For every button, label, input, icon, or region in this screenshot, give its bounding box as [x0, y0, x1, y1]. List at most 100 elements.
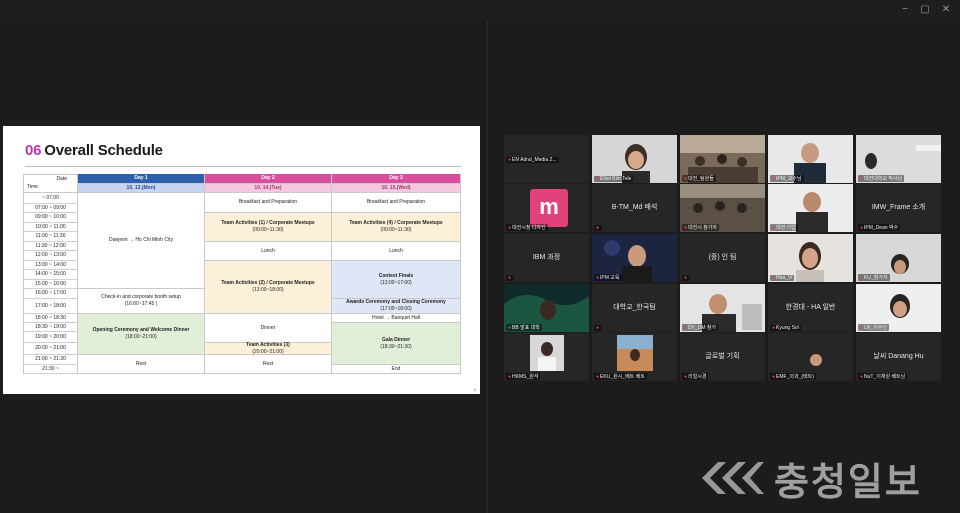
muted-mic-icon: ● — [508, 157, 512, 163]
chungcheong-ilbo-logo-icon — [702, 462, 764, 494]
participant-video — [680, 284, 765, 332]
participant-tile[interactable]: ●대전 기업 — [768, 184, 853, 232]
participant-tile[interactable]: B-TM_Md 배석 ● — [592, 184, 677, 232]
day3-team4-cell: Team Activities (4) / Corporate Meetups … — [332, 213, 461, 242]
muted-mic-icon: ● — [508, 374, 512, 380]
time-slot: 15:00 ~ 16:00 — [23, 280, 78, 289]
muted-mic-icon: ● — [596, 325, 600, 331]
participant-tile[interactable]: ●대전시 참가자 — [680, 184, 765, 232]
participant-tile[interactable]: IBM 과정 ● — [504, 234, 589, 282]
participant-tile[interactable]: ●DV_DM 참가 — [680, 284, 765, 332]
participant-video — [592, 135, 677, 183]
contest-label: Contest Finals — [378, 272, 414, 279]
news-watermark: 충청일보 — [700, 458, 922, 504]
participant-tile[interactable]: ●EMF_의과_(태트) — [768, 333, 853, 381]
participant-tile[interactable]: ●EKU_원시_베트 베트 — [592, 333, 677, 381]
participant-caption: ●Hoa_Vi — [770, 275, 795, 281]
participant-caption: ● — [594, 325, 603, 331]
team1-label: Team Activities (1) / Corporate Meetups — [221, 220, 315, 227]
participant-tile[interactable]: (중) 인 팀 ● — [680, 234, 765, 282]
participant-tile-active-speaker[interactable]: ●Hoa_Vi — [768, 234, 853, 282]
muted-mic-icon: ● — [772, 176, 776, 182]
day3-awards-cell: Awards Ceremony and Closing Ceremony (17… — [332, 299, 461, 314]
participant-tile[interactable]: ●대전대학교 박사님 — [856, 135, 941, 183]
team2-label: Team Activities (2) / Corporate Meetups — [221, 280, 315, 287]
participant-tile[interactable]: 글로벌 기획 ●리얼시경 — [680, 333, 765, 381]
day3-hotel-cell: Hotel → Banquet Hall — [332, 314, 461, 323]
muted-mic-icon: ● — [860, 325, 864, 331]
minimize-icon[interactable]: − — [902, 4, 908, 15]
participant-tile[interactable]: 대학교_한국팀 ● — [592, 284, 677, 332]
participant-video — [856, 234, 941, 282]
day3-breakfast-cell: Breakfast and Preparation — [332, 193, 461, 213]
muted-mic-icon: ● — [860, 225, 864, 231]
participant-name: (중) 인 팀 — [708, 254, 737, 261]
time-slot: 12:00 ~ 13:00 — [23, 251, 78, 261]
participant-video — [592, 333, 677, 381]
participant-tile[interactable]: ●Elliot Kim Tele — [592, 135, 677, 183]
gala-time: (18:30~21:30) — [380, 343, 412, 350]
muted-mic-icon: ● — [860, 374, 864, 380]
participant-tile[interactable]: ●HKMS_원석 — [504, 333, 589, 381]
opening-time: (18:00~21:00) — [125, 334, 157, 340]
participant-tile[interactable]: ●IPM_교수님 — [768, 135, 853, 183]
day2-rest-cell: Rest — [205, 355, 332, 374]
participant-caption: ● — [682, 275, 691, 281]
muted-mic-icon: ● — [508, 325, 512, 331]
participant-tile[interactable]: ●EN Adral_Media 2... — [504, 135, 589, 183]
muted-mic-icon: ● — [596, 374, 600, 380]
participant-caption: ●대전시 참가자 — [682, 224, 720, 231]
panel-divider — [487, 20, 488, 513]
title-bar: − ▢ ✕ — [0, 0, 960, 20]
participant-tile[interactable]: ●대전_팀원들 — [680, 135, 765, 183]
opening-label: Opening Ceremony and Welcome Dinner — [92, 327, 190, 334]
day1-travel-cell: Daejeon → Ho Chi Minh City — [78, 193, 205, 289]
day3-lunch-cell: Lunch — [332, 242, 461, 261]
participant-caption: ●EKU_원시_베트 베트 — [594, 373, 647, 380]
participant-tile[interactable]: 한경대 - HA 일반 ●Kyung Sol — [768, 284, 853, 332]
muted-mic-icon: ● — [596, 275, 600, 281]
corner-time-label: Time — [27, 184, 38, 191]
participant-tile[interactable]: ●LN_이수인 — [856, 284, 941, 332]
day3-end-cell: End — [332, 365, 461, 374]
time-slot: 18:30 ~ 19:00 — [23, 323, 78, 332]
time-slot: ~ 07:00 — [23, 193, 78, 204]
time-slot: 21:30 ~ — [23, 365, 78, 374]
muted-mic-icon: ● — [772, 225, 776, 231]
participant-caption: ●IPM_Dean 박수 — [858, 224, 901, 231]
participant-tile[interactable]: ●BB 발표 대학 — [504, 284, 589, 332]
participant-name: 날씨 Danang Hu — [873, 353, 924, 360]
participant-video — [680, 135, 765, 183]
participant-video — [680, 184, 765, 232]
slide-number: 06 — [25, 142, 42, 159]
participant-caption: ● — [594, 225, 603, 231]
participant-tile[interactable]: ●IPM 교육 — [592, 234, 677, 282]
muted-mic-icon: ● — [860, 275, 864, 281]
participant-name: 한경대 - HA 일반 — [785, 304, 836, 311]
participant-tile[interactable]: IMW_Frame 소개 ●IPM_Dean 박수 — [856, 184, 941, 232]
close-icon[interactable]: ✕ — [941, 4, 951, 15]
maximize-icon[interactable]: ▢ — [920, 4, 930, 15]
title-underline — [25, 166, 461, 167]
participant-caption: ●DV_DM 참가 — [682, 324, 719, 331]
day2-lunch-cell: Lunch — [205, 242, 332, 261]
participant-tile[interactable]: ●KU_참가자 — [856, 234, 941, 282]
muted-mic-icon: ● — [596, 176, 600, 182]
checkin-time: (16:00~17:45 ) — [124, 301, 158, 307]
participant-caption: ●대전대학교 박사님 — [858, 175, 905, 182]
table-corner-cell: Date Time — [23, 174, 78, 193]
day1-rest-cell: Rest — [78, 355, 205, 374]
time-slot: 11:30 ~ 12:00 — [23, 242, 78, 251]
team2-time: (13:00~18:00) — [252, 287, 284, 293]
day3-date: 10. 15.(Wed) — [332, 184, 461, 193]
participant-caption: ●LN_이수인 — [858, 324, 890, 331]
participant-tile[interactable]: m ●대전시청 디자인 — [504, 184, 589, 232]
participant-caption: ●IPM 교육 — [594, 274, 622, 281]
day3-header: Day 3 — [332, 174, 461, 184]
participant-caption: ●IPM_교수님 — [770, 175, 804, 182]
participant-tile[interactable]: 날씨 Danang Hu ●NuT_이재원 베트남 — [856, 333, 941, 381]
team4-time: (09:00~11:30) — [380, 227, 412, 233]
slide-title-text: Overall Schedule — [44, 142, 163, 159]
participant-caption: ●Kyung Sol — [770, 325, 801, 331]
